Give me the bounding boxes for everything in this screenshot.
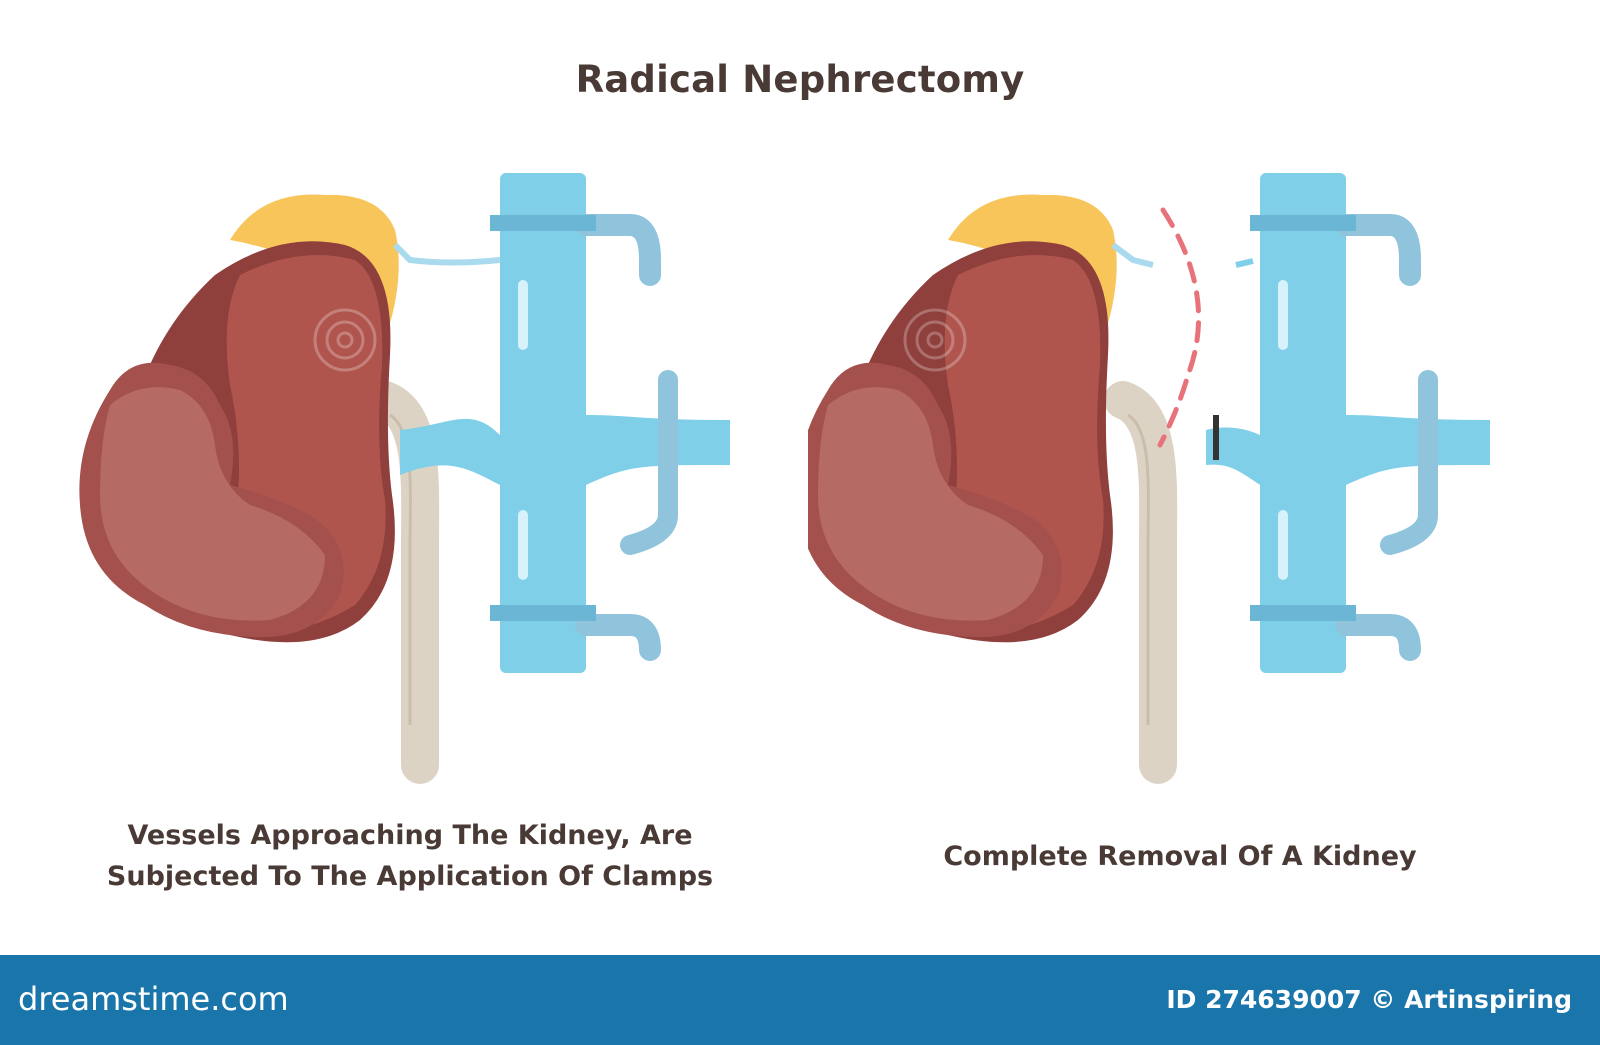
- vena-cava: [1206, 173, 1490, 673]
- footer-bar: dreamstime.com ID 274639007 © Artinspiri…: [0, 955, 1600, 1045]
- caption-line: Subjected To The Application Of Clamps: [106, 861, 714, 892]
- caption-line: Vessels Approaching The Kidney, Are: [127, 820, 693, 851]
- ureter: [1104, 381, 1178, 784]
- kidney-illustration-removed: [808, 173, 1490, 784]
- image-id-credit: ID 274639007 © Artinspiring: [1166, 985, 1572, 1014]
- kidney-illustration-clamped: [79, 173, 730, 784]
- caption-removal: Complete Removal Of A Kidney: [860, 836, 1500, 877]
- cut-line: [1157, 207, 1202, 448]
- vena-cava: [400, 173, 730, 673]
- brand-logo[interactable]: dreamstime.com: [18, 980, 289, 1018]
- watermark-icon: [903, 308, 967, 372]
- page-title: Radical Nephrectomy: [575, 58, 1025, 101]
- caption-line: Complete Removal Of A Kidney: [943, 841, 1417, 872]
- watermark-icon: [313, 308, 377, 372]
- caption-clamps: Vessels Approaching The Kidney, Are Subj…: [90, 815, 730, 897]
